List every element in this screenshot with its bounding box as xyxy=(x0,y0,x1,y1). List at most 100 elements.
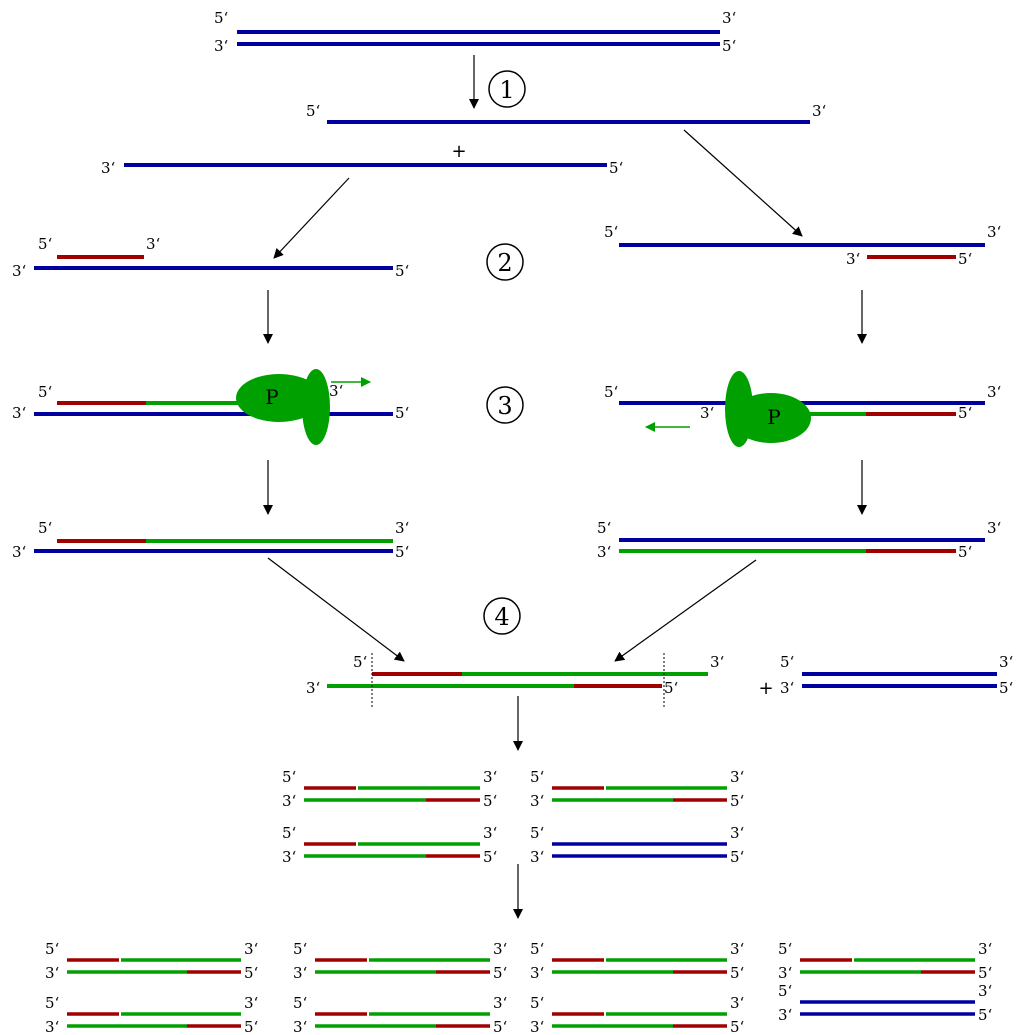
arrow-diagonal-icon xyxy=(273,177,350,259)
five-prime-label: 5‘ xyxy=(604,223,619,241)
three-prime-label: 3‘ xyxy=(978,940,993,958)
five-prime-label: 5‘ xyxy=(958,250,973,268)
five-prime-label: 5‘ xyxy=(493,1018,508,1035)
five-prime-label: 5‘ xyxy=(730,792,745,810)
five-prime-label: 5‘ xyxy=(778,982,793,1000)
end-labels: 5‘ 3‘ 3‘ 5‘ 5‘ 3‘ 3‘ 5‘ 5‘ 3‘ 3‘ 5‘ 5‘ 3‘ 3‘ 5‘ 5‘ 3‘ 3‘ 5‘… xyxy=(12,9,1014,1035)
five-prime-label: 5‘ xyxy=(45,994,60,1012)
five-prime-label: 5‘ xyxy=(38,519,53,537)
arrow-diagonal-icon xyxy=(267,557,405,662)
three-prime-label: 3‘ xyxy=(812,102,827,120)
three-prime-label: 3‘ xyxy=(987,519,1002,537)
five-prime-label: 5‘ xyxy=(778,940,793,958)
step-number: 2 xyxy=(497,249,512,277)
five-prime-label: 5‘ xyxy=(978,964,993,982)
three-prime-label: 3‘ xyxy=(780,679,795,697)
three-prime-label: 3‘ xyxy=(987,383,1002,401)
three-prime-label: 3‘ xyxy=(244,940,259,958)
three-prime-label: 3‘ xyxy=(700,404,715,422)
three-prime-label: 3‘ xyxy=(530,792,545,810)
three-prime-label: 3‘ xyxy=(146,235,161,253)
three-prime-label: 3‘ xyxy=(329,382,344,400)
step-number: 4 xyxy=(494,603,509,631)
arrow-diagonal-icon xyxy=(614,559,757,662)
step-circle-3: 3 xyxy=(486,386,524,424)
three-prime-label: 3‘ xyxy=(282,848,297,866)
three-prime-label: 3‘ xyxy=(12,543,27,561)
strand-lines xyxy=(34,30,997,1028)
three-prime-label: 3‘ xyxy=(395,519,410,537)
three-prime-label: 3‘ xyxy=(530,964,545,982)
polymerase-label: P xyxy=(767,405,780,429)
three-prime-label: 3‘ xyxy=(730,768,745,786)
five-prime-label: 5‘ xyxy=(45,940,60,958)
five-prime-label: 5‘ xyxy=(395,543,410,561)
three-prime-label: 3‘ xyxy=(730,824,745,842)
three-prime-label: 3‘ xyxy=(293,1018,308,1035)
step-circle-1: 1 xyxy=(488,70,526,108)
five-prime-label: 5‘ xyxy=(293,940,308,958)
three-prime-label: 3‘ xyxy=(101,159,116,177)
plus-sign: + xyxy=(758,678,773,699)
five-prime-label: 5‘ xyxy=(483,848,498,866)
five-prime-label: 5‘ xyxy=(493,964,508,982)
five-prime-label: 5‘ xyxy=(530,824,545,842)
five-prime-label: 5‘ xyxy=(597,519,612,537)
three-prime-label: 3‘ xyxy=(710,653,725,671)
five-prime-label: 5‘ xyxy=(978,1006,993,1024)
three-prime-label: 3‘ xyxy=(483,824,498,842)
three-prime-label: 3‘ xyxy=(214,37,229,55)
five-prime-label: 5‘ xyxy=(730,848,745,866)
five-prime-label: 5‘ xyxy=(293,994,308,1012)
five-prime-label: 5‘ xyxy=(530,940,545,958)
three-prime-label: 3‘ xyxy=(12,404,27,422)
five-prime-label: 5‘ xyxy=(395,404,410,422)
five-prime-label: 5‘ xyxy=(395,262,410,280)
three-prime-label: 3‘ xyxy=(999,653,1014,671)
five-prime-label: 5‘ xyxy=(214,9,229,27)
three-prime-label: 3‘ xyxy=(778,1006,793,1024)
five-prime-label: 5‘ xyxy=(282,824,297,842)
five-prime-label: 5‘ xyxy=(722,37,737,55)
three-prime-label: 3‘ xyxy=(282,792,297,810)
three-prime-label: 3‘ xyxy=(483,768,498,786)
three-prime-label: 3‘ xyxy=(722,9,737,27)
three-prime-label: 3‘ xyxy=(293,964,308,982)
five-prime-label: 5‘ xyxy=(958,543,973,561)
five-prime-label: 5‘ xyxy=(353,653,368,671)
three-prime-label: 3‘ xyxy=(778,964,793,982)
step-circle-4: 4 xyxy=(483,597,521,635)
five-prime-label: 5‘ xyxy=(38,383,53,401)
three-prime-label: 3‘ xyxy=(730,994,745,1012)
five-prime-label: 5‘ xyxy=(244,1018,259,1035)
polymerase-enzyme-icon: P xyxy=(236,369,330,445)
three-prime-label: 3‘ xyxy=(306,679,321,697)
five-prime-label: 5‘ xyxy=(664,679,679,697)
three-prime-label: 3‘ xyxy=(597,543,612,561)
three-prime-label: 3‘ xyxy=(846,250,861,268)
five-prime-label: 5‘ xyxy=(530,768,545,786)
three-prime-label: 3‘ xyxy=(730,940,745,958)
five-prime-label: 5‘ xyxy=(38,235,53,253)
five-prime-label: 5‘ xyxy=(282,768,297,786)
step-number: 3 xyxy=(497,392,512,420)
five-prime-label: 5‘ xyxy=(244,964,259,982)
five-prime-label: 5‘ xyxy=(999,679,1014,697)
five-prime-label: 5‘ xyxy=(530,994,545,1012)
three-prime-label: 3‘ xyxy=(493,994,508,1012)
five-prime-label: 5‘ xyxy=(730,964,745,982)
three-prime-label: 3‘ xyxy=(493,940,508,958)
three-prime-label: 3‘ xyxy=(45,1018,60,1035)
process-arrows xyxy=(263,55,867,919)
three-prime-label: 3‘ xyxy=(987,223,1002,241)
five-prime-label: 5‘ xyxy=(609,159,624,177)
plus-sign: + xyxy=(451,141,466,162)
five-prime-label: 5‘ xyxy=(483,792,498,810)
polymerase-label: P xyxy=(265,385,278,409)
three-prime-label: 3‘ xyxy=(530,848,545,866)
step-number: 1 xyxy=(499,76,514,104)
three-prime-label: 3‘ xyxy=(530,1018,545,1035)
three-prime-label: 3‘ xyxy=(244,994,259,1012)
five-prime-label: 5‘ xyxy=(604,383,619,401)
